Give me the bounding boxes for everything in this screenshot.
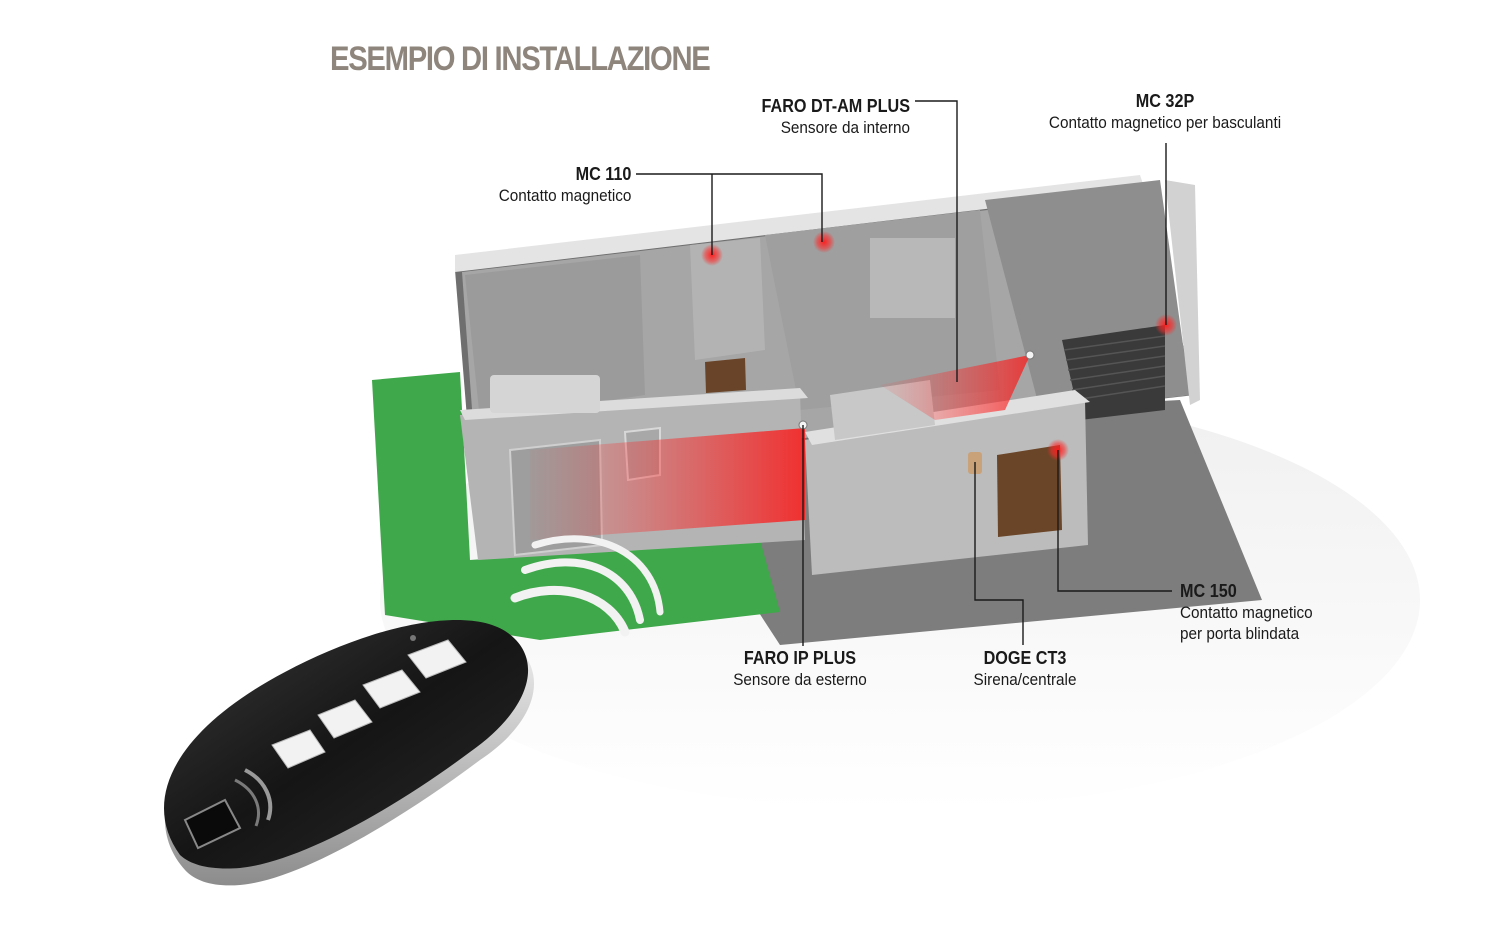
garage-wall <box>1165 180 1200 405</box>
page-title: ESEMPIO DI INSTALLAZIONE <box>330 40 711 78</box>
label-doge-desc: Sirena/centrale <box>973 670 1077 689</box>
label-faro-dt-desc: Sensore da interno <box>780 118 910 137</box>
leader-doge <box>974 462 1024 645</box>
garage-door-slats <box>1063 335 1166 401</box>
label-mc150: MC 150 Contatto magnetico per porta blin… <box>1180 580 1327 644</box>
label-mc110-desc: Contatto magnetico <box>498 186 631 205</box>
label-mc32p-desc: Contatto magnetico per basculanti <box>1048 113 1282 132</box>
label-mc110-name: MC 110 <box>575 164 631 184</box>
label-faro-dt: FARO DT-AM PLUS Sensore da interno <box>745 95 911 138</box>
back-wall-top <box>455 175 1145 272</box>
sensor-faro-dt <box>813 231 835 253</box>
label-mc150-desc: Contatto magnetico <box>1180 603 1313 622</box>
indoor-sensor-beam <box>880 355 1030 420</box>
remote-control <box>164 619 535 886</box>
lawn <box>372 372 780 640</box>
outdoor-sensor-beam <box>530 428 805 540</box>
label-mc32p-name: MC 32P <box>1135 91 1195 111</box>
signal-waves <box>510 535 664 637</box>
label-faro-ip-desc: Sensore da esterno <box>733 670 867 689</box>
label-mc150-name: MC 150 <box>1180 581 1237 601</box>
label-faro-ip-name: FARO IP PLUS <box>743 648 857 668</box>
leader-mc150 <box>1057 450 1172 592</box>
label-doge: DOGE CT3 Sirena/centrale <box>930 647 1120 690</box>
label-faro-dt-name: FARO DT-AM PLUS <box>761 96 911 116</box>
front-door <box>997 445 1062 537</box>
label-mc150-desc2: per porta blindata <box>1180 624 1300 643</box>
room-bath <box>690 238 765 360</box>
label-doge-name: DOGE CT3 <box>983 648 1067 668</box>
sensor-faro-dt-device <box>1025 350 1035 360</box>
leader-faro-dt <box>915 100 958 382</box>
interior-door <box>705 358 746 393</box>
leader-mc110-b <box>636 173 823 242</box>
cabinets <box>870 238 955 318</box>
garage-door <box>1062 325 1165 420</box>
label-mc110: MC 110 Contatto magnetico <box>484 163 631 206</box>
label-faro-ip: FARO IP PLUS Sensore da esterno <box>700 647 900 690</box>
label-mc32p: MC 32P Contatto magnetico per basculanti <box>1010 90 1320 133</box>
sofa <box>490 375 600 413</box>
